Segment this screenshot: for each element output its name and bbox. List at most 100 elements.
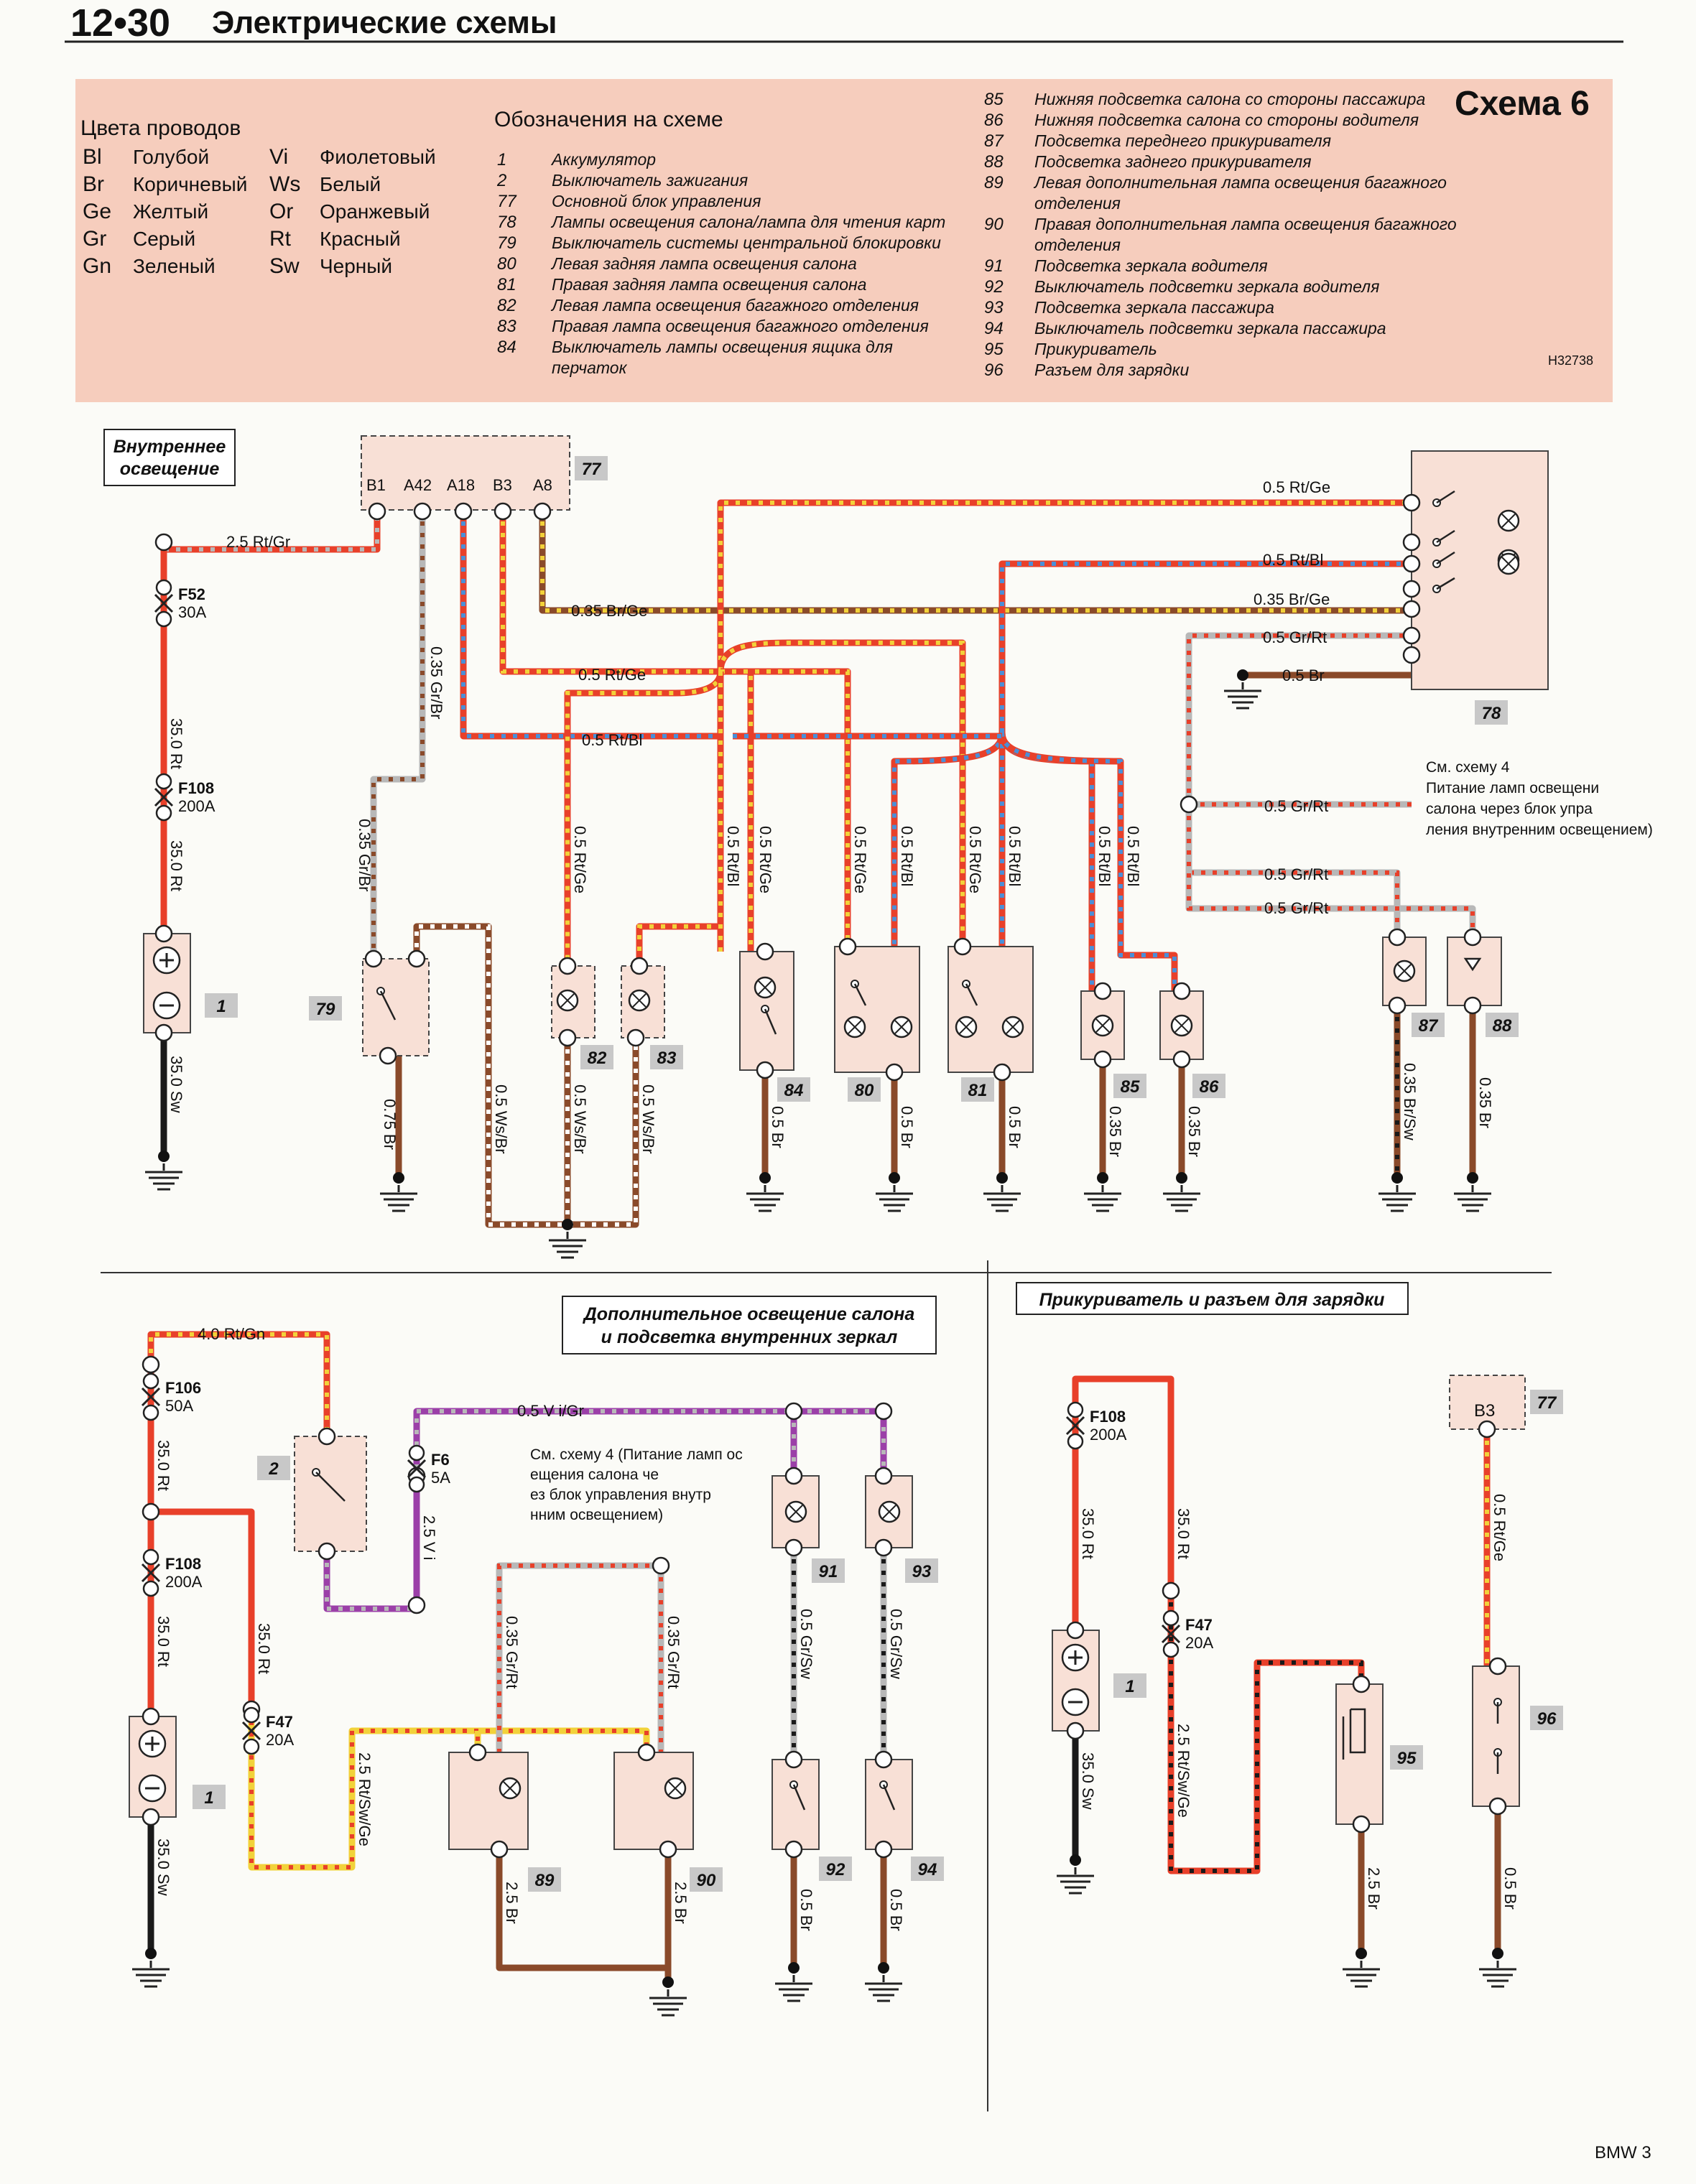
wire-stripe	[325, 1409, 886, 1611]
wire-label: 0.5 Rt/Ge	[1491, 1494, 1509, 1561]
fuse-rating: 5A	[431, 1469, 450, 1487]
section-extra-title: Дополнительное освещение салона	[583, 1304, 915, 1324]
symbol-number: 95	[984, 340, 1004, 359]
wire	[720, 668, 754, 952]
pin-77-b3: B3	[1474, 1401, 1495, 1421]
battery-icon	[152, 946, 181, 1020]
symbol-number: 96	[984, 361, 1004, 380]
terminal	[454, 502, 473, 521]
footer-model: BMW 3	[1595, 2143, 1651, 2162]
terminal	[1388, 996, 1407, 1015]
terminal	[953, 937, 972, 956]
component-number-tag: 91	[812, 1558, 845, 1583]
wire-label: 0.5 Gr/Rt	[1264, 797, 1328, 815]
wire-label: 0.5 Br	[1501, 1867, 1519, 1910]
terminal	[413, 502, 432, 521]
symbol-text: отделения	[1034, 236, 1121, 254]
terminal	[1402, 554, 1421, 573]
ground-icon	[774, 1975, 814, 2002]
terminal	[1463, 996, 1482, 1015]
ground-node	[1492, 1948, 1503, 1959]
component-number: 84	[784, 1081, 804, 1100]
ground-node	[662, 1976, 674, 1988]
symbol-text: Левая дополнительная лампа освещения баг…	[1033, 173, 1447, 192]
switch-icon	[851, 980, 867, 1006]
wire	[998, 560, 1412, 733]
wire-color-name: Желтый	[133, 200, 208, 223]
symbol-number: 94	[984, 319, 1004, 338]
component-number: 87	[1419, 1016, 1439, 1036]
wire	[151, 1508, 255, 1709]
component-number-tag: 89	[528, 1867, 561, 1892]
component-number: 91	[819, 1562, 838, 1581]
terminal	[637, 1743, 656, 1762]
terminal	[1488, 1797, 1507, 1816]
legend-colors-title: Цвета проводов	[80, 116, 241, 140]
wire-label: 35.0 Sw	[154, 1839, 172, 1896]
terminal	[784, 1467, 803, 1485]
switch-icon	[761, 1005, 777, 1035]
terminal	[652, 1556, 670, 1575]
terminal	[1066, 1721, 1085, 1740]
symbol-number: 82	[497, 296, 516, 315]
wire-stripe	[720, 669, 753, 952]
ground-icon	[648, 1989, 688, 2017]
symbol-text: Выключатель подсветки зеркала водителя	[1034, 277, 1379, 296]
wire-label: 0.5 Rt/Ge	[851, 826, 869, 893]
control-unit-77-b3	[1449, 1375, 1526, 1430]
symbol-text: Подсветка заднего прикуривателя	[1034, 152, 1311, 171]
symbol-text: Разъем для зарядки	[1034, 361, 1190, 379]
ground-node	[1070, 1854, 1081, 1866]
wire-label: 35.0 Rt	[154, 1440, 172, 1491]
fuse-label: F47	[266, 1713, 293, 1731]
ground-symbols	[131, 669, 1518, 2017]
switch-icon	[879, 1780, 896, 1811]
section-interior-title: Внутреннее	[113, 437, 226, 457]
wire-color-name: Черный	[320, 255, 392, 277]
terminal	[558, 957, 577, 975]
wire-color-name: Оранжевый	[320, 200, 430, 223]
component-number: 77	[1537, 1393, 1557, 1413]
switch-94	[865, 1759, 913, 1850]
component-number: 95	[1397, 1749, 1417, 1768]
wire	[1072, 1375, 1174, 1630]
ground-node	[1356, 1948, 1367, 1959]
switch-icon	[1493, 1748, 1502, 1774]
lamp-80	[834, 946, 920, 1073]
wire-label: 0.5 Ws/Br	[492, 1084, 510, 1154]
component-number: 85	[1121, 1077, 1140, 1097]
switch-icon	[962, 980, 978, 1006]
symbol-text: Лампы освещения салона/лампа для чтения …	[550, 213, 945, 231]
terminal	[468, 1743, 487, 1762]
component-number: 81	[968, 1081, 988, 1100]
terminal	[154, 924, 173, 943]
terminal	[142, 1355, 160, 1374]
terminal	[407, 949, 426, 968]
lamp-icon	[556, 989, 579, 1012]
symbol-number: 88	[984, 152, 1004, 172]
wire-label: 0.5 V i/Gr	[517, 1402, 584, 1420]
wire-label: 0.75 Br	[381, 1099, 399, 1150]
terminal	[1402, 600, 1421, 618]
symbol-number: 2	[496, 171, 506, 190]
lamp-icon	[1393, 959, 1416, 982]
wire-label: 0.5 Gr/Rt	[1264, 865, 1328, 883]
component-number-tag: 1	[1113, 1673, 1146, 1698]
wire-stripe	[1187, 804, 1399, 937]
wire-color-code: Gr	[83, 227, 106, 251]
ground-node	[562, 1219, 573, 1230]
lamp-module-78	[1411, 450, 1549, 690]
lamp-87	[1382, 937, 1427, 1006]
wire-stripe	[1000, 732, 1177, 991]
wire-label: 0.5 Br	[1006, 1106, 1024, 1148]
wire-label: 0.5 Ws/Br	[571, 1084, 589, 1154]
led-icon	[1463, 957, 1482, 972]
terminal	[1488, 1657, 1507, 1676]
component-number: 82	[588, 1049, 607, 1068]
terminal	[784, 1538, 803, 1557]
wire-label: 35.0 Rt	[1174, 1508, 1192, 1559]
fuse-label: F108	[178, 779, 214, 797]
wire-color-code: Or	[269, 200, 293, 223]
switch-icon	[376, 987, 397, 1021]
